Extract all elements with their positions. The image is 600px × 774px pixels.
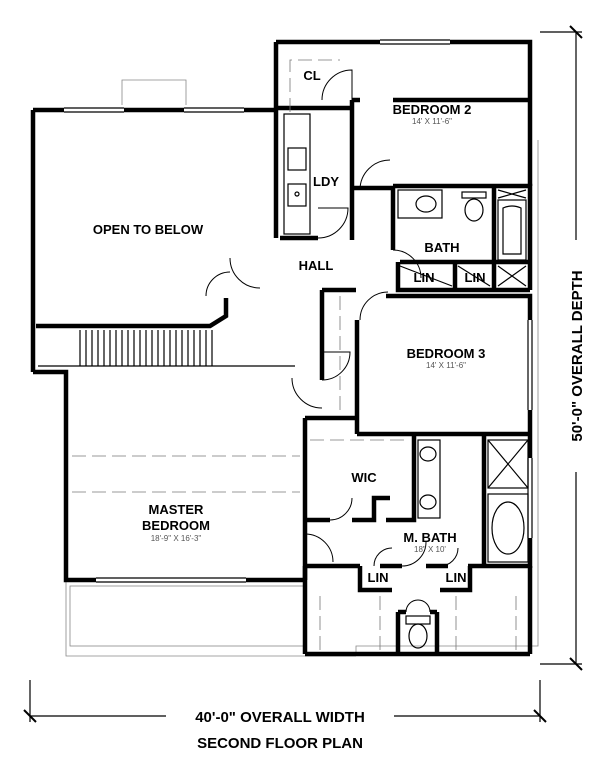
room-label-bedroom-3: BEDROOM 3: [407, 346, 486, 361]
room-label-closet: CL: [303, 68, 320, 83]
room-label-linen-mbath-left: LIN: [368, 570, 389, 585]
room-label-master-bath: M. BATH: [403, 530, 456, 545]
room-label-master-line1: MASTER: [149, 502, 205, 517]
room-label-open-to-below: OPEN TO BELOW: [93, 222, 204, 237]
room-label-bath: BATH: [424, 240, 459, 255]
room-label-linen-bath-left: LIN: [414, 270, 435, 285]
master-bath-fixtures: [405, 439, 529, 649]
room-size-master-bath: 18" X 10': [414, 545, 446, 554]
room-label-hall: HALL: [299, 258, 334, 273]
room-label-linen-bath-right: LIN: [465, 270, 486, 285]
plan-title: SECOND FLOOR PLAN: [197, 735, 363, 752]
doors: [205, 69, 459, 613]
room-label-master-line2: BEDROOM: [142, 518, 210, 533]
roof-outline: [65, 79, 539, 657]
overall-width-label: 40'-0" OVERALL WIDTH: [195, 709, 365, 726]
room-size-bedroom-2: 14' X 11'-6": [412, 117, 452, 126]
room-label-bedroom-2: BEDROOM 2: [393, 102, 472, 117]
room-label-linen-mbath-right: LIN: [446, 570, 467, 585]
laundry-fixtures: [283, 113, 311, 235]
room-size-master-bedroom: 18'-9" X 16'-3": [151, 534, 202, 543]
dashed-lines: [72, 59, 517, 650]
bath-fixtures: [397, 189, 527, 287]
width-dimension: 40'-0" OVERALL WIDTH: [23, 680, 547, 726]
room-label-laundry: LDY: [313, 174, 339, 189]
depth-dimension: 50'-0" OVERALL DEPTH: [540, 25, 588, 671]
room-label-wic: WIC: [351, 470, 377, 485]
overall-depth-label: 50'-0" OVERALL DEPTH: [569, 270, 586, 441]
room-size-bedroom-3: 14' X 11'-6": [426, 361, 466, 370]
staircase: [79, 330, 213, 366]
windows: [64, 38, 534, 584]
room-labels: CL BEDROOM 2 14' X 11'-6" LDY OPEN TO BE…: [93, 68, 486, 585]
